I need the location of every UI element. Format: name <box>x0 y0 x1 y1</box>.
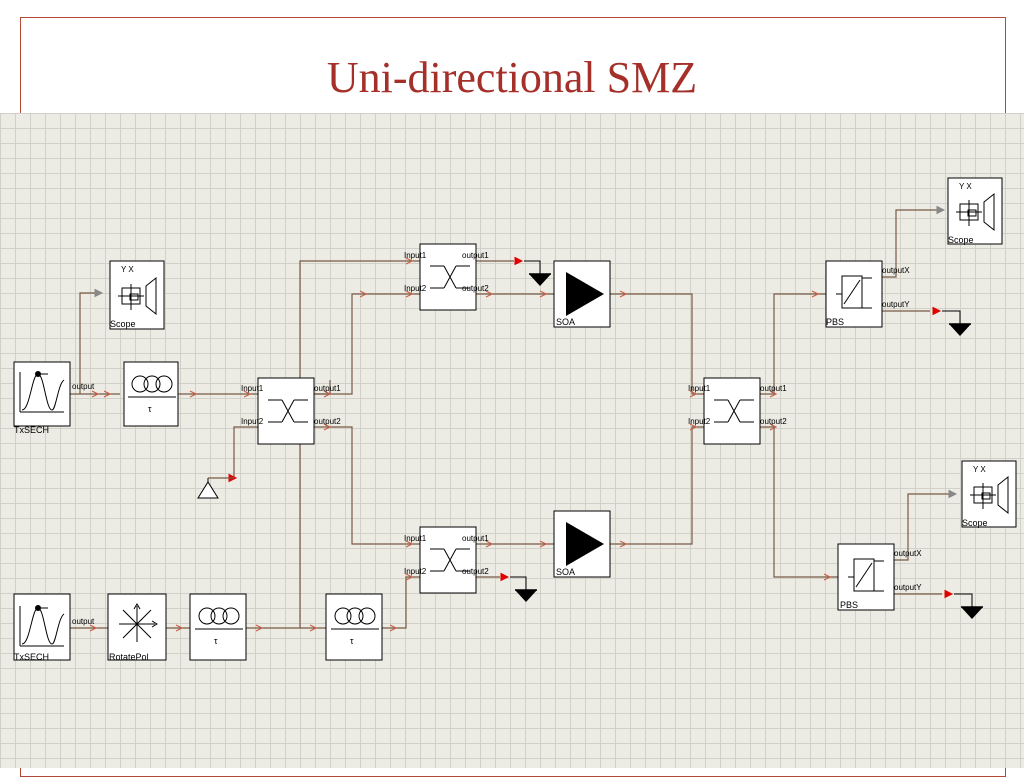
pbs-splitter-2[interactable]: PBS outputX outputY <box>837 543 922 611</box>
coupler-1[interactable]: Input1 Input2 output1 output2 <box>241 377 341 445</box>
svg-text:output2: output2 <box>314 417 341 426</box>
svg-text:output1: output1 <box>314 384 341 393</box>
svg-text:output: output <box>72 382 95 391</box>
ground-icon <box>960 594 984 620</box>
svg-text:Y X: Y X <box>121 265 134 274</box>
svg-text:τ: τ <box>350 636 354 646</box>
svg-text:outputY: outputY <box>894 583 922 592</box>
schematic-canvas: TxSECH output Y X Scope τ Input1 Input2 … <box>0 113 1024 768</box>
svg-text:outputX: outputX <box>882 266 910 275</box>
svg-text:output1: output1 <box>462 251 489 260</box>
scope-1[interactable]: Y X Scope <box>109 260 165 330</box>
svg-text:output1: output1 <box>760 384 787 393</box>
svg-text:output1: output1 <box>462 534 489 543</box>
svg-text:Input2: Input2 <box>404 567 427 576</box>
svg-text:Y X: Y X <box>973 465 986 474</box>
svg-text:Y X: Y X <box>959 182 972 191</box>
delay-line-2[interactable]: τ <box>189 593 247 661</box>
svg-text:output2: output2 <box>760 417 787 426</box>
amplifier-icon <box>566 272 604 316</box>
svg-text:Input1: Input1 <box>404 251 427 260</box>
svg-text:Input2: Input2 <box>404 284 427 293</box>
svg-text:Input1: Input1 <box>241 384 264 393</box>
svg-text:output: output <box>72 617 95 626</box>
svg-text:Scope: Scope <box>948 235 974 245</box>
wires <box>70 209 954 629</box>
coupler-bottom[interactable]: Input1 Input2 output1 output2 <box>404 526 489 594</box>
svg-text:TxSECH: TxSECH <box>14 425 49 435</box>
schematic-diagram: TxSECH output Y X Scope τ Input1 Input2 … <box>13 177 1017 662</box>
svg-text:output2: output2 <box>462 567 489 576</box>
cw-source-icon[interactable] <box>197 477 234 499</box>
svg-text:outputY: outputY <box>882 300 910 309</box>
svg-text:τ: τ <box>214 636 218 646</box>
svg-text:Input2: Input2 <box>688 417 711 426</box>
svg-text:SOA: SOA <box>556 317 575 327</box>
txsech-source-1[interactable]: TxSECH output <box>13 361 95 435</box>
delay-line-3[interactable]: τ <box>325 593 383 661</box>
svg-text:Input1: Input1 <box>688 384 711 393</box>
svg-text:Scope: Scope <box>110 319 136 329</box>
svg-text:Scope: Scope <box>962 518 988 528</box>
svg-text:PBS: PBS <box>840 600 858 610</box>
amplifier-icon <box>566 522 604 566</box>
slide-title: Uni-directional SMZ <box>326 53 698 102</box>
delay-line-1[interactable]: τ <box>123 361 179 427</box>
rotate-polarization[interactable]: RotatePol <box>107 593 167 662</box>
svg-text:PBS: PBS <box>826 317 844 327</box>
svg-text:Input1: Input1 <box>404 534 427 543</box>
svg-text:output2: output2 <box>462 284 489 293</box>
scope-3[interactable]: Y X Scope <box>961 460 1017 528</box>
svg-text:TxSECH: TxSECH <box>14 652 49 662</box>
svg-text:outputX: outputX <box>894 549 922 558</box>
svg-text:SOA: SOA <box>556 567 575 577</box>
coupler-top[interactable]: Input1 Input2 output1 output2 <box>404 243 489 311</box>
ground-icon <box>528 261 552 287</box>
soa-amplifier-1[interactable]: SOA <box>553 260 611 328</box>
svg-text:RotatePol: RotatePol <box>109 652 149 662</box>
svg-text:τ: τ <box>148 404 152 414</box>
soa-amplifier-2[interactable]: SOA <box>553 510 611 578</box>
pbs-splitter-1[interactable]: PBS outputX outputY <box>825 260 910 328</box>
coupler-right[interactable]: Input1 Input2 output1 output2 <box>688 377 787 445</box>
svg-text:Input2: Input2 <box>241 417 264 426</box>
txsech-source-2[interactable]: TxSECH output <box>13 593 95 662</box>
terminations <box>476 257 984 620</box>
scope-2[interactable]: Y X Scope <box>947 177 1003 245</box>
ground-icon <box>948 311 972 337</box>
